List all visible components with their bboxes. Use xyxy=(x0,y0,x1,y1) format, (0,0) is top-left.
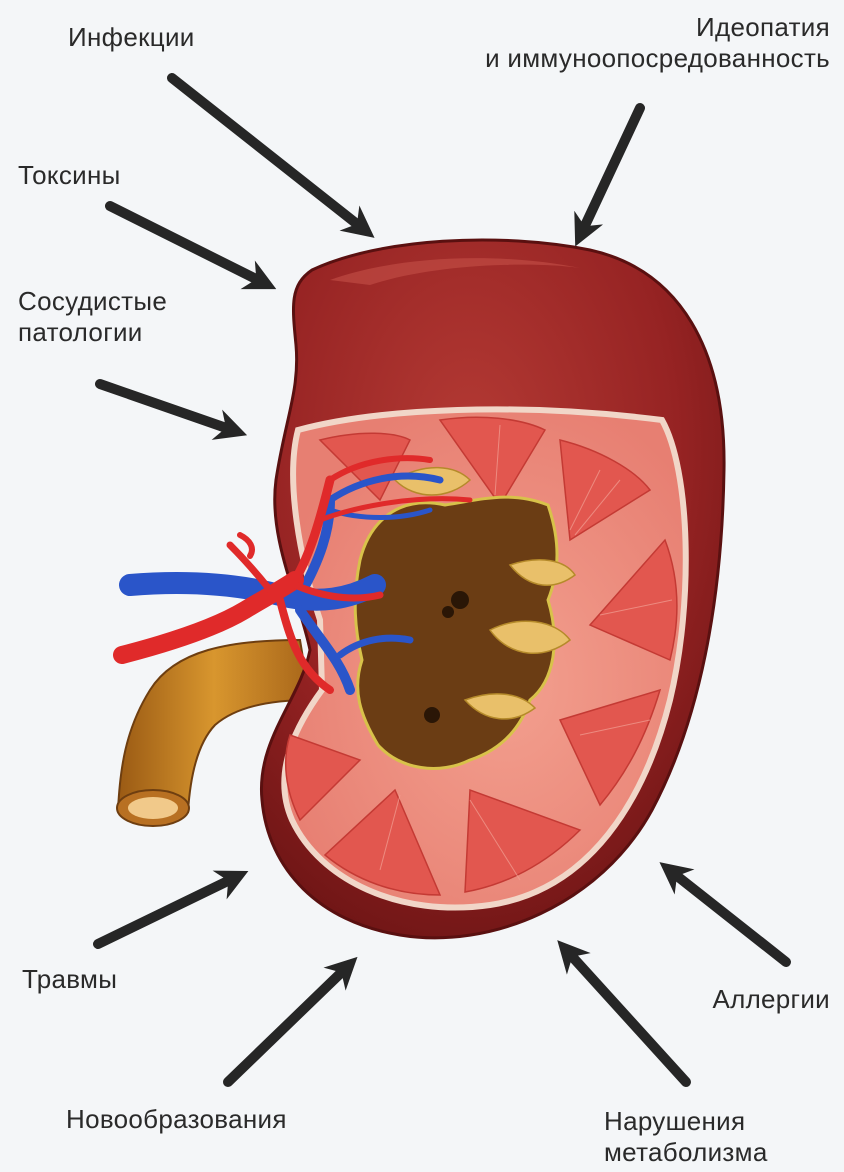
arrow-trauma xyxy=(98,878,234,944)
label-trauma: Травмы xyxy=(22,964,117,995)
label-neoplasms-text: Новообразования xyxy=(66,1104,287,1135)
arrow-toxins xyxy=(110,206,262,282)
label-idiopathy-line2: и иммуноопосредованность xyxy=(485,43,830,74)
arrow-idiopathy xyxy=(582,108,640,232)
label-vascular: Сосудистые патологии xyxy=(18,286,167,347)
label-metabolism: Нарушения метаболизма xyxy=(604,1106,768,1167)
arrow-allergies xyxy=(672,872,786,962)
label-allergies-text: Аллергии xyxy=(712,984,830,1015)
label-idiopathy-line1: Идеопатия xyxy=(485,12,830,43)
label-infections: Инфекции xyxy=(68,22,195,53)
label-metabolism-line1: Нарушения xyxy=(604,1106,768,1137)
label-neoplasms: Новообразования xyxy=(66,1104,287,1135)
label-allergies: Аллергии xyxy=(712,984,830,1015)
label-trauma-text: Травмы xyxy=(22,964,117,995)
label-toxins-text: Токсины xyxy=(18,160,121,191)
arrow-metabolism xyxy=(568,952,686,1082)
label-idiopathy: Идеопатия и иммуноопосредованность xyxy=(485,12,830,73)
arrow-vascular xyxy=(100,384,232,430)
label-infections-text: Инфекции xyxy=(68,22,195,53)
label-toxins: Токсины xyxy=(18,160,121,191)
label-vascular-line2: патологии xyxy=(18,317,167,348)
arrow-infections xyxy=(172,78,362,228)
label-vascular-line1: Сосудистые xyxy=(18,286,167,317)
label-metabolism-line2: метаболизма xyxy=(604,1137,768,1168)
arrow-neoplasms xyxy=(228,968,346,1082)
